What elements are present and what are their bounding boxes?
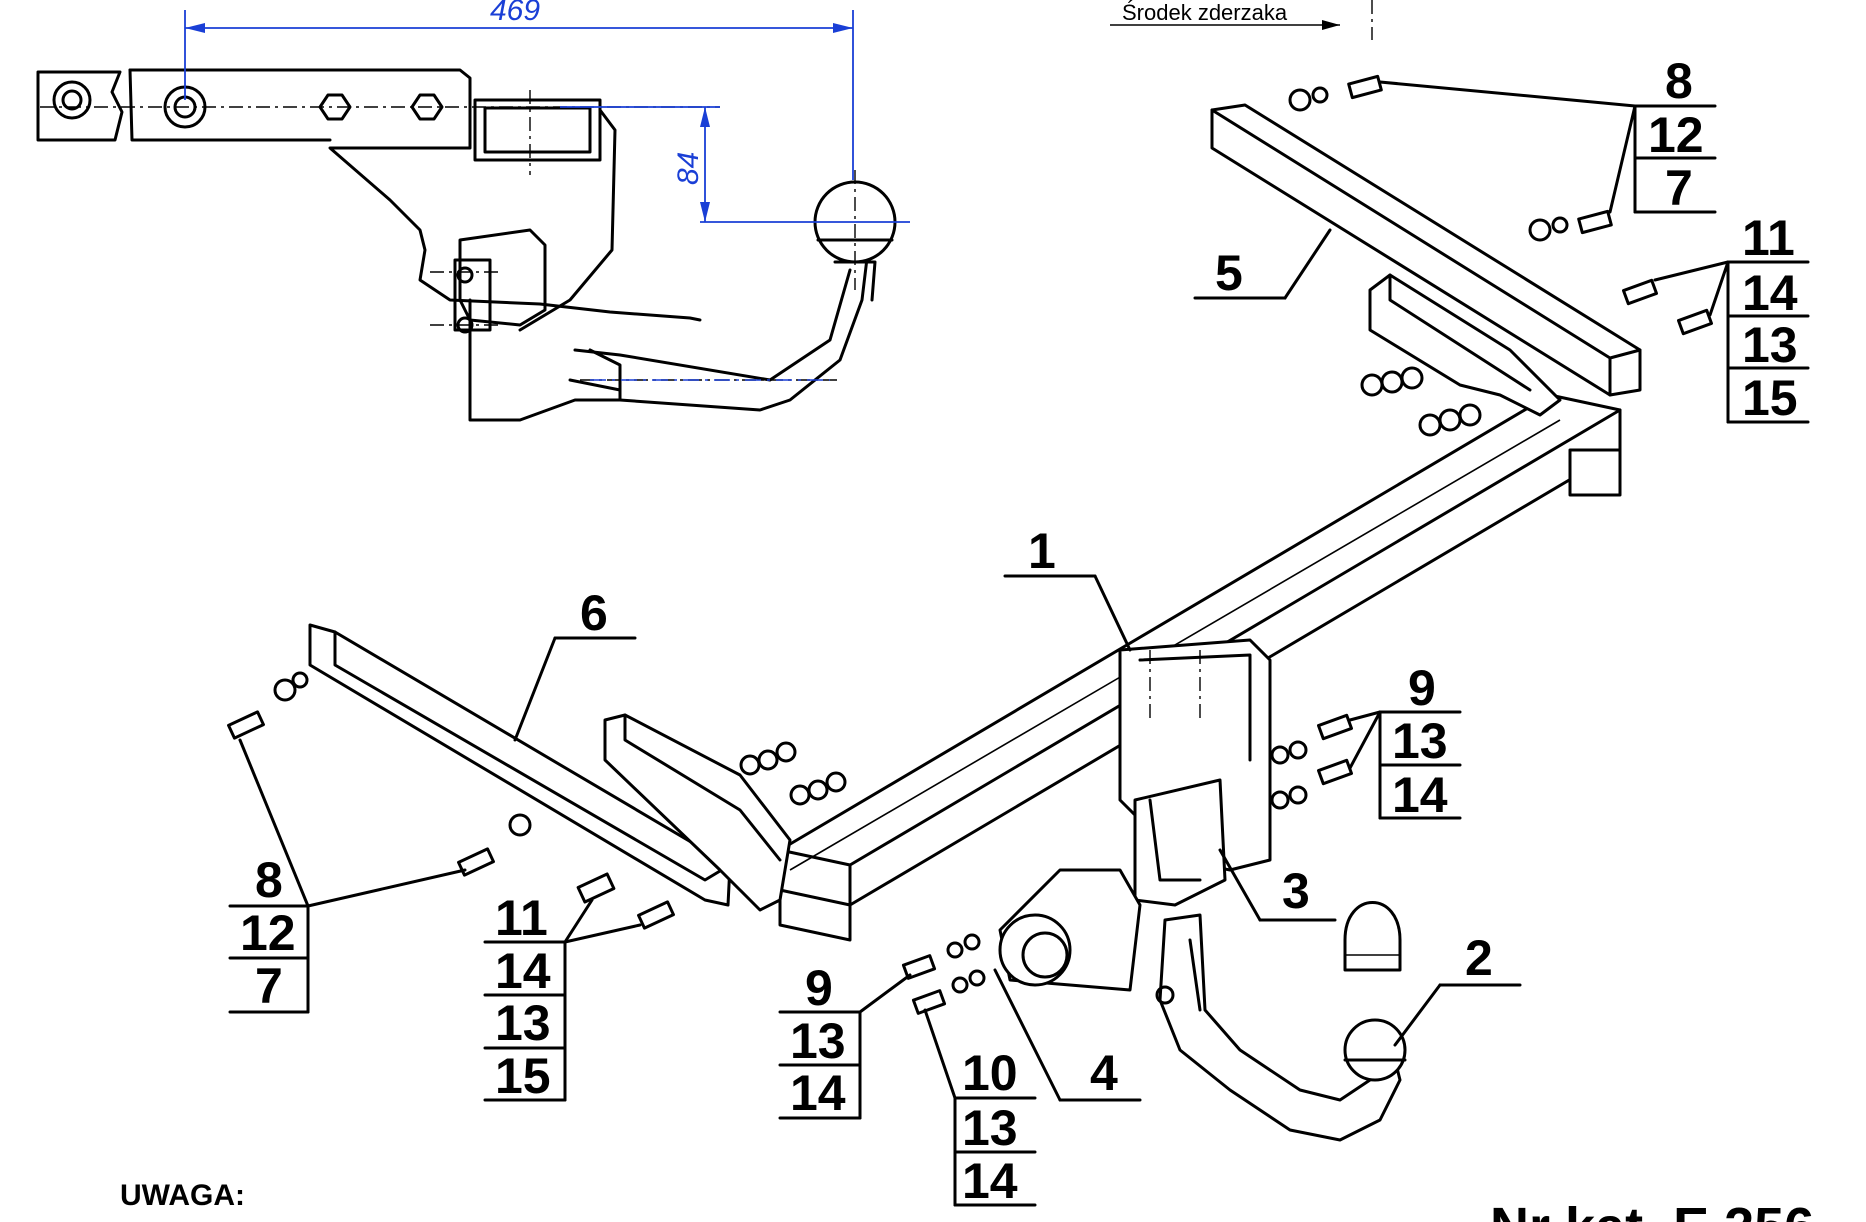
callout-top-right-b-item-1: 11 [1742,210,1795,266]
callout-top-right-b: 11 14 13 15 [1653,210,1810,426]
catalog-number: Nr kat. E 256 [1490,1197,1814,1222]
callout-top-right-b-item-4: 15 [1742,370,1798,426]
bumper-center-label: Środek zderzaka [1122,0,1288,25]
callout-left-a-item-1: 8 [255,852,283,908]
part-5-label: 5 [1215,245,1243,301]
height-dimension-label: 84 [672,152,705,185]
callout-mid-right-item-2: 13 [1392,713,1448,769]
main-assembly [308,103,1642,1142]
callout-left-b-item-3: 13 [495,995,551,1051]
callout-mid-right-item-3: 14 [1392,767,1448,823]
callout-left-a: 8 12 7 [228,738,467,1014]
callout-bottom-b-item-2: 13 [962,1100,1018,1156]
callout-top-right-a-item-1: 8 [1665,53,1693,109]
part-4-label: 4 [1090,1045,1118,1101]
callout-bottom-a-item-3: 14 [790,1065,846,1121]
callout-left-b-item-1: 11 [495,890,548,946]
callout-bottom-b: 10 13 14 [923,1008,1037,1209]
part-labels: 1 5 6 3 2 4 [513,228,1522,1102]
callout-mid-right: 9 13 14 [1348,660,1462,823]
callout-left-a-item-2: 12 [240,905,296,961]
callout-left-a-item-3: 7 [255,958,283,1014]
callout-top-right-b-item-2: 14 [1742,265,1798,321]
part-2-label: 2 [1465,930,1493,986]
part-3-label: 3 [1282,863,1310,919]
callout-top-right-b-item-3: 13 [1742,317,1798,373]
side-view: 469 84 [36,0,910,422]
part-1-label: 1 [1028,523,1056,579]
note-label: UWAGA: [120,1179,245,1212]
callout-bottom-a: 9 13 14 [778,960,912,1121]
callout-bottom-b-item-3: 14 [962,1153,1018,1209]
callout-top-right-a-item-3: 7 [1665,160,1693,216]
fasteners [227,74,1713,1015]
callout-left-b-item-4: 15 [495,1048,551,1104]
callout-bottom-b-item-1: 10 [962,1045,1018,1101]
width-dimension-label: 469 [490,0,540,27]
callout-bottom-a-item-2: 13 [790,1013,846,1069]
callout-bottom-a-item-1: 9 [805,960,833,1016]
callout-top-right-a: 8 12 7 [1378,53,1717,216]
callout-left-b: 11 14 13 15 [483,890,642,1104]
callout-mid-right-item-1: 9 [1408,660,1436,716]
callout-top-right-a-item-2: 12 [1648,107,1704,163]
part-6-label: 6 [580,585,608,641]
callout-left-b-item-2: 14 [495,943,551,999]
